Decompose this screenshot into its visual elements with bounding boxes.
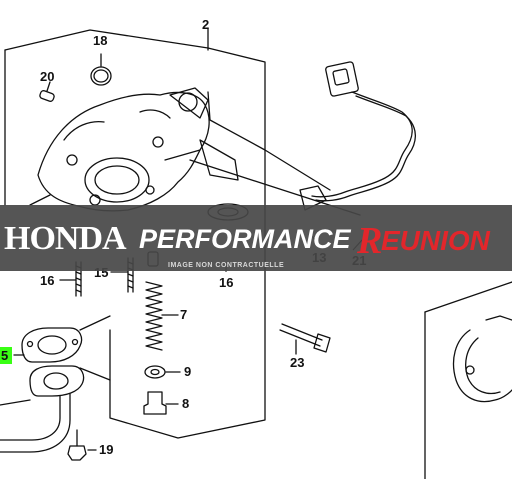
oil-pump-body <box>29 87 239 212</box>
bolt-part-23 <box>279 323 331 355</box>
callout-7: 7 <box>180 307 188 322</box>
gasket-part-5 <box>13 327 83 363</box>
callout-5: 5 <box>1 348 9 363</box>
callout-16-top: 16 <box>40 273 55 288</box>
brand-performance-text: PERFORMANCE <box>139 224 351 254</box>
relief-spring-part-7 <box>145 281 179 351</box>
assembly-outline <box>4 27 266 439</box>
brand-r-letter: R <box>357 220 383 262</box>
dowel-pin-part-20 <box>39 81 55 102</box>
callout-16-bottom: 16 <box>219 275 234 290</box>
nut-part-19 <box>67 429 97 461</box>
o-ring-part-18 <box>90 53 112 86</box>
washer-part-9 <box>144 365 181 379</box>
callout-2: 2 <box>202 17 210 32</box>
wire-harness <box>189 61 417 216</box>
housing-detail <box>424 281 512 479</box>
highlight-marker <box>0 347 12 364</box>
callout-18: 18 <box>93 33 108 48</box>
bolt-part-8 <box>143 391 179 415</box>
callout-19: 19 <box>99 442 114 457</box>
watermark-banner <box>0 205 512 271</box>
brand-union-text: EUNION <box>381 225 490 256</box>
callout-20: 20 <box>40 69 55 84</box>
callout-8: 8 <box>182 396 190 411</box>
brand-honda-text: HONDA <box>4 220 127 257</box>
disclaimer-text: IMAGE NON CONTRACTUELLE <box>168 262 285 269</box>
oil-strainer <box>0 315 111 453</box>
callout-9: 9 <box>184 364 192 379</box>
callout-23: 23 <box>290 355 305 370</box>
